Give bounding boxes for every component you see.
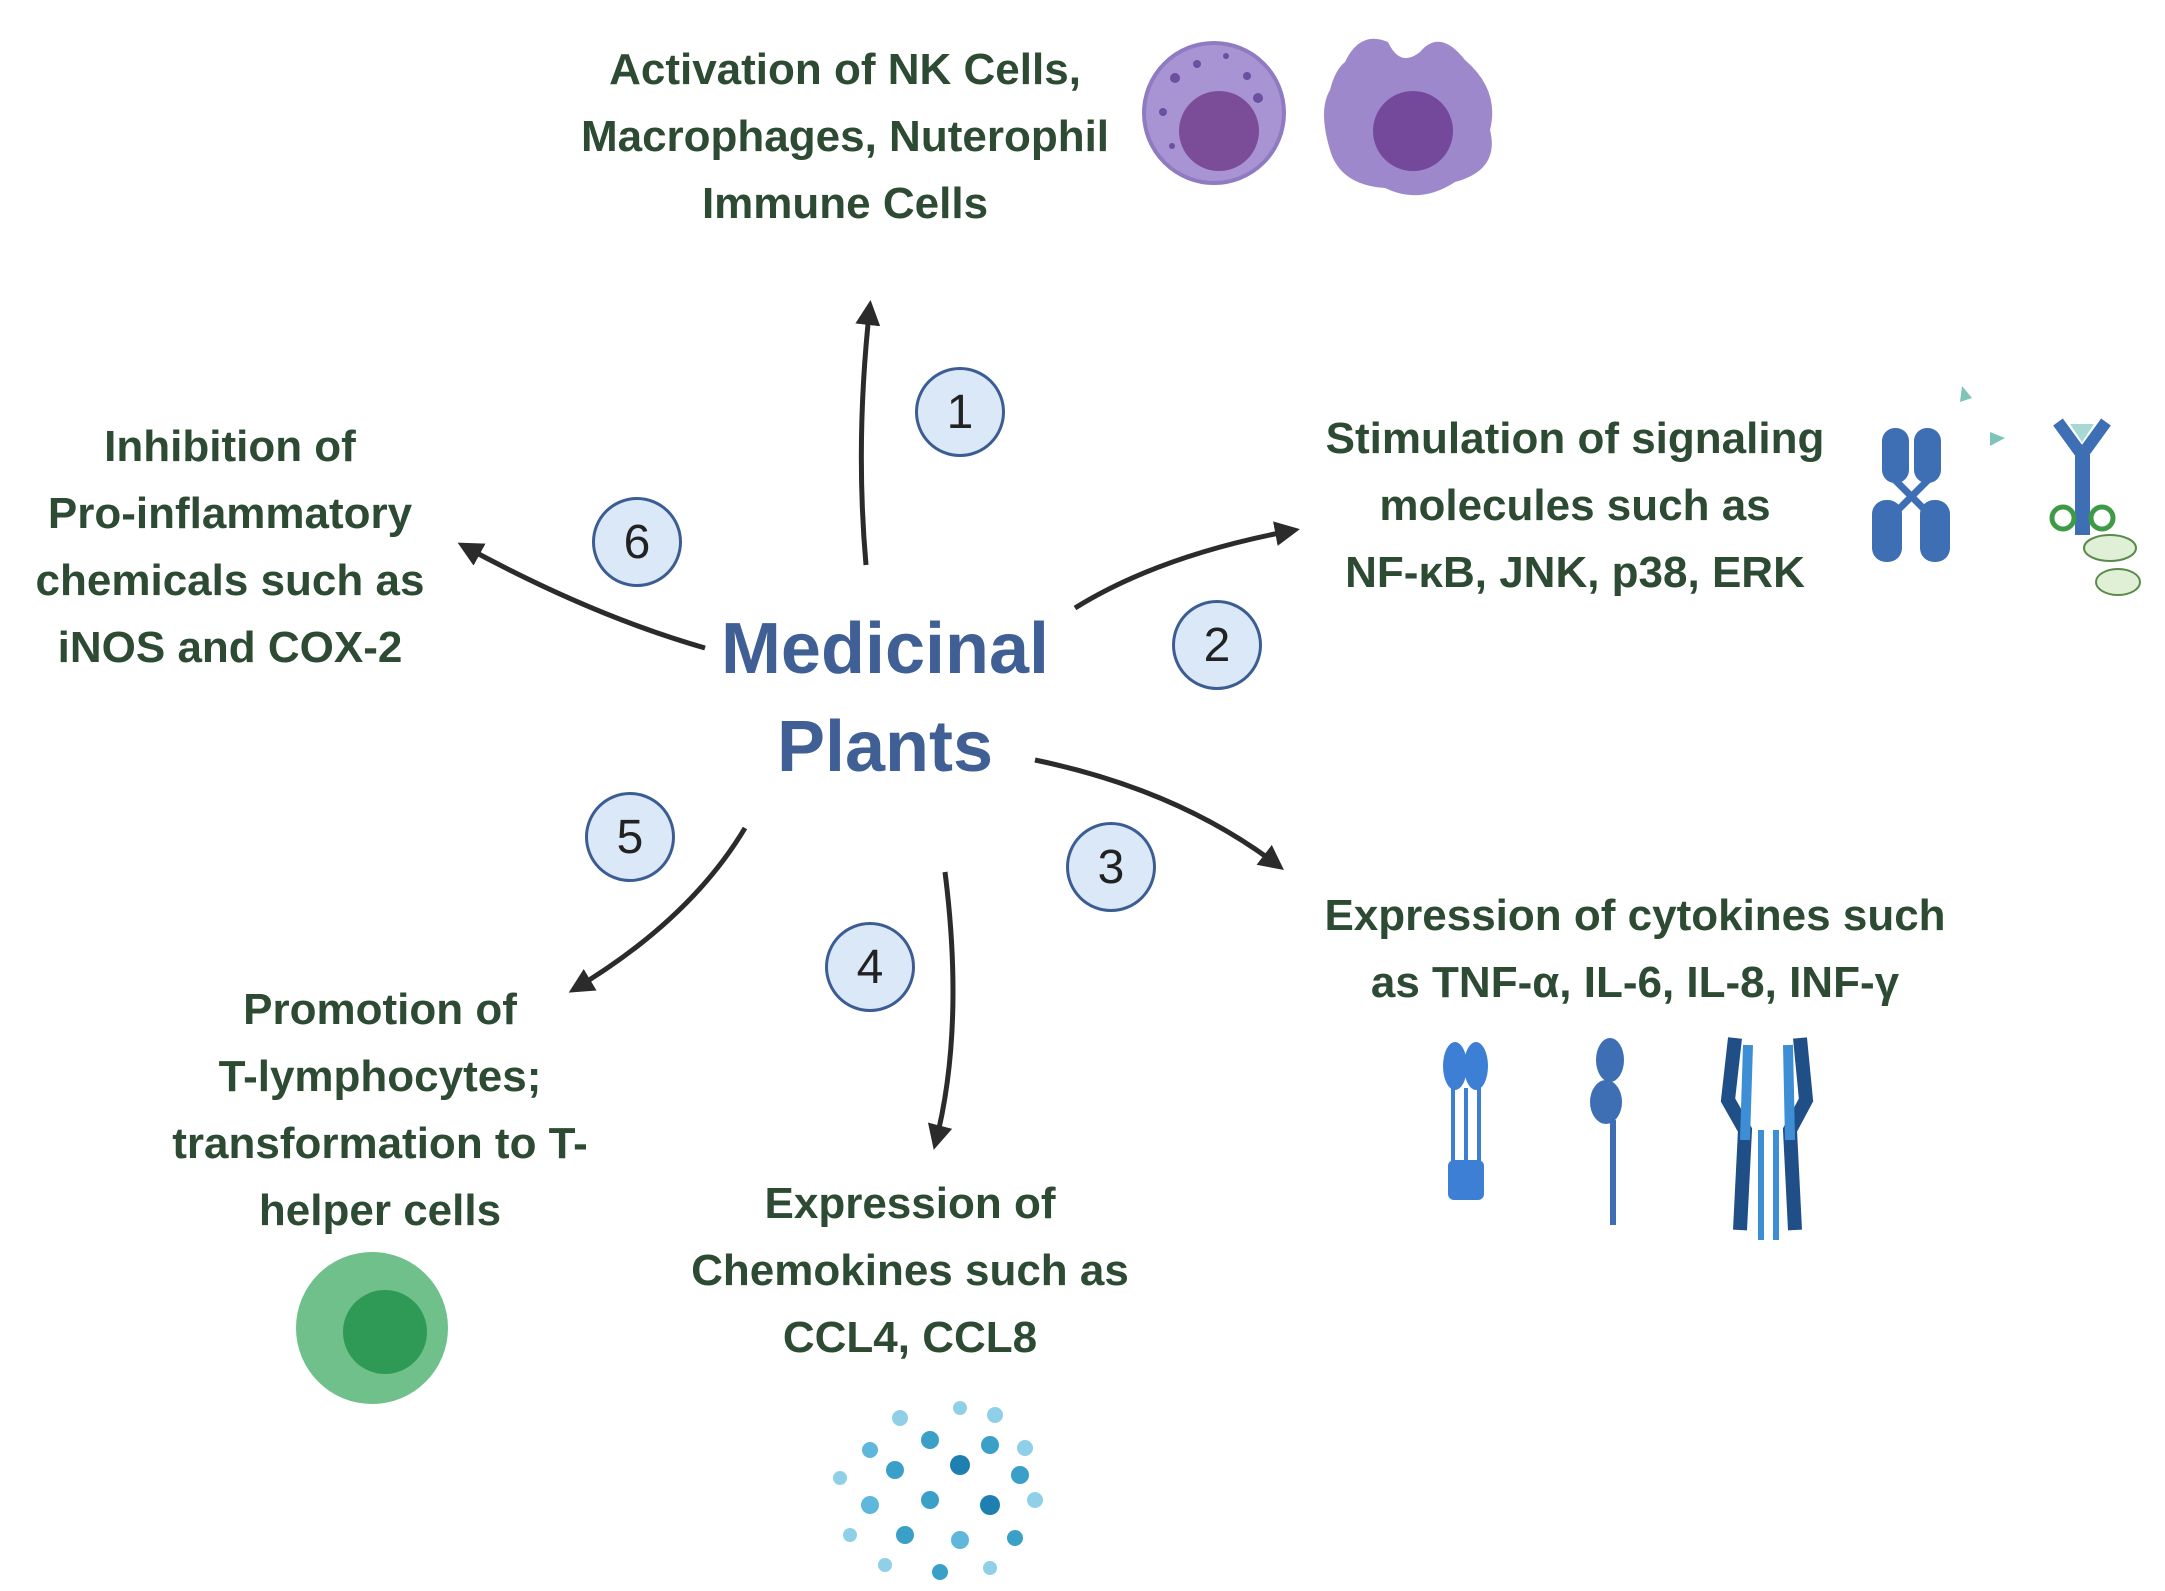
center-title-line-2: Plants [776,707,994,787]
node-2-line-2: molecules such as [1379,481,1771,530]
cytokine-receptor-icon [1443,1037,1814,1240]
node-3-text: Expression of cytokines such as TNF-α, I… [1270,882,2000,1016]
node-5-line-4: helper cells [258,1186,502,1235]
center-title: Medicinal Plants [680,600,1090,796]
macrophage-icon [1324,38,1493,196]
arrow-4 [927,871,956,1150]
node-1-line-1: Activation of NK Cells, [609,45,1081,94]
node-5-text: Promotion of T-lymphocytes; transformati… [120,976,640,1244]
node-5-line-1: Promotion of [243,985,517,1034]
node-4-line-1: Expression of [764,1179,1056,1228]
node-6-line-2: Pro-inflammatory [47,489,413,538]
node-1-text: Activation of NK Cells, Macrophages, Nut… [540,36,1150,237]
t-cell-icon [296,1252,448,1404]
node-1-line-2: Macrophages, Nuterophil [580,112,1110,161]
arrow-1 [855,300,881,566]
nk-cell-icon [1142,41,1286,185]
step-number-4: 4 [825,922,915,1012]
node-6-line-3: chemicals such as [35,556,425,605]
arrow-3 [1034,757,1284,871]
chemokine-dots-icon [833,1401,1043,1580]
node-3-line-2: as TNF-α, IL-6, IL-8, INF-γ [1370,958,1900,1007]
node-2-line-3: NF-κB, JNK, p38, ERK [1345,548,1805,597]
step-number-2: 2 [1172,600,1262,690]
arrow-6 [457,542,706,651]
step-number-5: 5 [585,792,675,882]
node-4-line-2: Chemokines such as [691,1246,1129,1295]
node-5-line-3: transformation to T- [172,1119,588,1168]
antibody-receptor-icon [1960,386,2141,596]
receptor-icon [1872,428,1950,562]
center-title-line-1: Medicinal [720,609,1050,689]
node-6-line-4: iNOS and COX-2 [57,623,403,672]
arrow-2 [1073,521,1300,611]
node-4-line-3: CCL4, CCL8 [782,1313,1038,1362]
node-4-text: Expression of Chemokines such as CCL4, C… [640,1170,1180,1371]
step-number-1: 1 [915,367,1005,457]
node-3-line-1: Expression of cytokines such [1324,891,1946,940]
step-number-3: 3 [1066,822,1156,912]
node-6-line-1: Inhibition of [104,422,356,471]
node-1-line-3: Immune Cells [701,179,989,228]
node-5-line-2: T-lymphocytes; [218,1052,542,1101]
node-2-text: Stimulation of signaling molecules such … [1280,405,1870,606]
step-number-6: 6 [592,497,682,587]
node-2-line-1: Stimulation of signaling [1325,414,1825,463]
arrow-5 [568,826,748,993]
node-6-text: Inhibition of Pro-inflammatory chemicals… [0,413,460,681]
